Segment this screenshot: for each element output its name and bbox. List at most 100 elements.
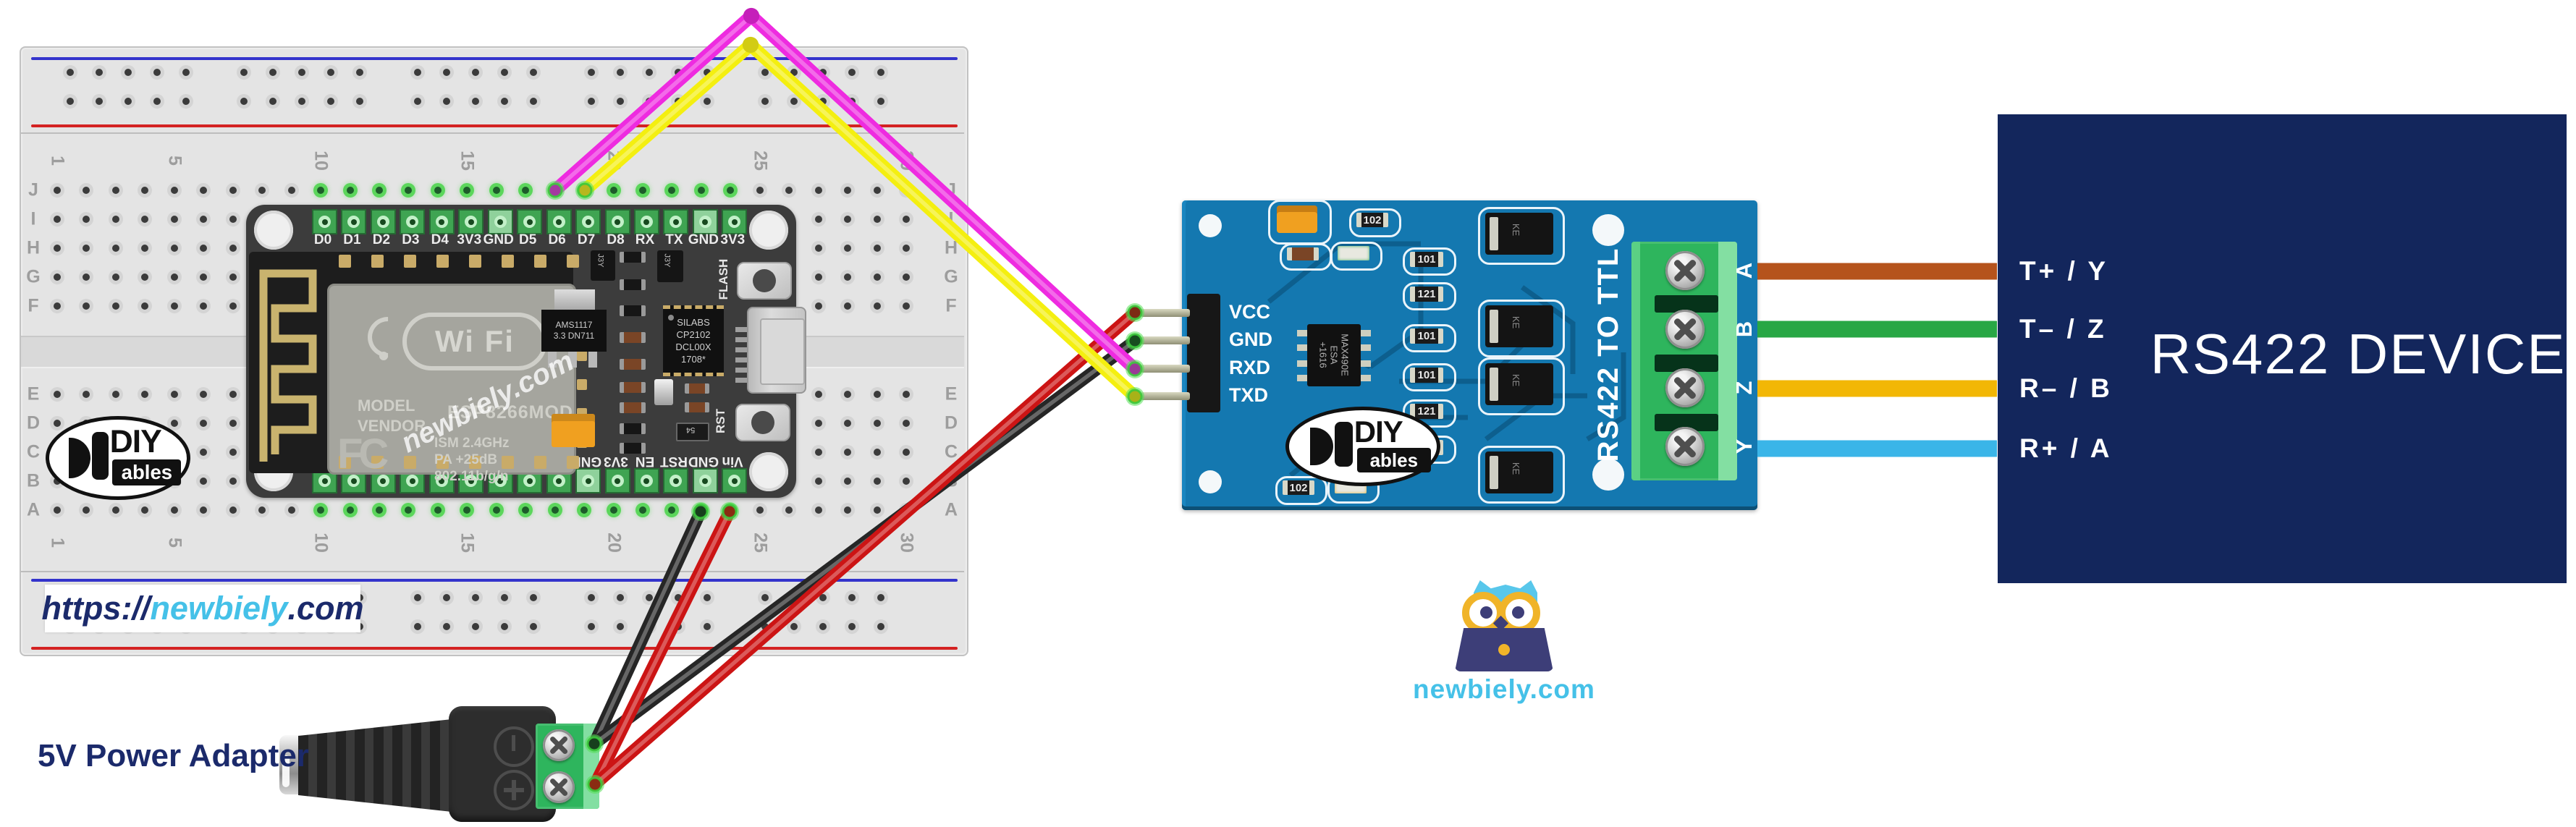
esp-vendor-label: VENDOR [358, 417, 426, 435]
breadboard-hole [756, 506, 764, 514]
breadboard-rail-hole [819, 623, 827, 630]
breadboard-row-letter: B [944, 470, 958, 491]
nodemcu-pin-tx [663, 209, 689, 234]
owl-laptop-dot [1498, 644, 1510, 656]
breadboard-hole [229, 216, 237, 223]
nodemcu-pin-3v3 [458, 209, 484, 234]
nodemcu-pin-label: D8 [607, 232, 625, 247]
pin-ring [698, 475, 711, 487]
usb-pin [735, 357, 747, 362]
breadboard-row-letter: F [945, 295, 957, 316]
breadboard-rail-line [31, 124, 958, 127]
breadboard-hole-connected [346, 187, 354, 194]
smd-resistor [620, 382, 646, 393]
breadboard-hole [83, 187, 90, 194]
breadboard-row-letter: J [946, 179, 956, 200]
usb-pin [735, 378, 747, 383]
breadboard-rail-hole [675, 98, 682, 105]
smd-resistor [620, 359, 646, 370]
breadboard-hole [229, 506, 237, 514]
breadboard-hole [111, 302, 119, 310]
resistor-value: 101 [1415, 252, 1438, 267]
pin-hole [409, 219, 415, 225]
solder-pad [339, 456, 351, 469]
chip-text: DCL00X [675, 342, 711, 352]
breadboard-rail-hole [530, 98, 537, 105]
breadboard-hole [873, 187, 881, 194]
breadboard-column-number: 10 [311, 150, 331, 171]
breadboard-hole-connected [609, 506, 617, 514]
silkscreen-outline [1349, 208, 1401, 237]
site-url-watermark: https://newbiely.com [41, 585, 364, 632]
breadboard-hole [229, 273, 237, 281]
flash-button-cap [753, 269, 776, 292]
breadboard-hole-connected [551, 506, 559, 514]
breadboard-rail-hole [617, 98, 624, 105]
pin-hole [468, 219, 474, 225]
breadboard-rail-line [31, 647, 958, 650]
breadboard-hole [229, 302, 237, 310]
terminal-right-strip [1718, 242, 1737, 480]
pin-hole [380, 478, 387, 484]
pin-ring [728, 475, 741, 487]
breadboard-row-letter: J [28, 179, 38, 200]
silkscreen-outline [1330, 242, 1382, 271]
pin-hole [615, 219, 620, 225]
breadboard-rail-hole [848, 98, 856, 105]
nodemcu-pin-gnd [692, 209, 718, 234]
breadboard-hole [873, 391, 881, 398]
breadboard-hole-connected [434, 187, 442, 194]
smd-resistor [620, 252, 646, 263]
breadboard-hole [83, 245, 90, 252]
breadboard-hole-connected [697, 506, 705, 514]
breadboard-rail-hole [530, 623, 537, 630]
breadboard-rail-hole [646, 594, 653, 601]
smd-resistor: 121 [1410, 287, 1443, 302]
breadboard-hole [873, 420, 881, 427]
pin-hole [468, 478, 474, 484]
nodemcu-pin-d1 [341, 209, 367, 234]
breadboard-hole [814, 302, 822, 310]
breadboard-hole [903, 273, 911, 281]
protection-diode: KE [1485, 451, 1553, 493]
breadboard-rail-hole [761, 623, 769, 630]
diyables-glyph-bar [91, 431, 109, 480]
nodemcu-pin-d3 [400, 209, 426, 234]
breadboard-row-letter: F [28, 295, 39, 316]
pin-hole [497, 219, 504, 225]
pin-ring [698, 216, 711, 228]
pin-hole [702, 219, 709, 225]
ic-pin [1360, 344, 1371, 351]
diyables-glyph-icon [1309, 428, 1334, 465]
breadboard-row-letter: C [26, 441, 41, 462]
breadboard-hole [903, 187, 911, 194]
solder-pad [436, 255, 449, 268]
pin-ring [494, 216, 507, 228]
breadboard-hole [873, 506, 881, 514]
nodemcu-pin-label: GND [688, 232, 719, 247]
breadboard-hole [54, 506, 61, 514]
breadboard-rail-hole [675, 623, 682, 630]
breadboard-hole [111, 273, 119, 281]
breadboard-hole-connected [405, 187, 413, 194]
nodemcu-pin-label: RX [635, 232, 655, 247]
esp-model-label: MODEL [358, 396, 415, 415]
nodemcu-pin-label: EN [635, 454, 655, 469]
breadboard-hole [141, 216, 149, 223]
breadboard-hole-connected [668, 506, 676, 514]
breadboard-hole-connected [375, 506, 383, 514]
breadboard-rail-hole [327, 98, 334, 105]
breadboard-hole [229, 391, 237, 398]
breadboard-hole [229, 478, 237, 485]
device-pin-label: R– / B [2019, 373, 2113, 403]
reset-button-cap [751, 411, 774, 434]
breadboard-hole [287, 187, 295, 194]
breadboard-hole [903, 216, 911, 223]
breadboard-rail-line [31, 579, 958, 582]
breadboard-rail-hole [472, 98, 479, 105]
breadboard-rail-hole [761, 594, 769, 601]
breadboard-rail-hole [704, 98, 711, 105]
pin-ring [465, 216, 478, 228]
